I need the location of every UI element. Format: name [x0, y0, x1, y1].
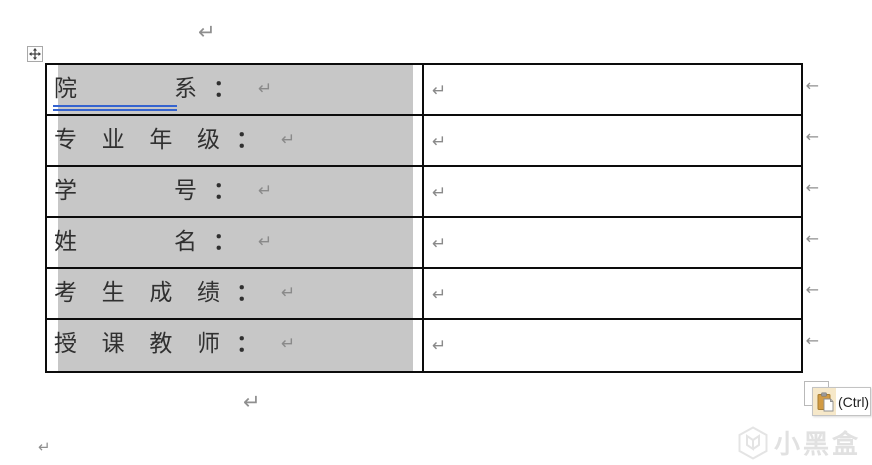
end-of-cell-mark: ↵	[281, 334, 296, 354]
row-label: 专业年级	[54, 127, 220, 153]
row-label: 授课教师	[54, 331, 220, 357]
end-of-row-mark: ←	[805, 76, 819, 95]
table-row: 专业年级 ： ↵ ↵ ←	[47, 116, 819, 167]
table-value-cell[interactable]: ↵	[424, 320, 801, 371]
end-of-cell-mark: ↵	[258, 79, 273, 99]
end-of-cell-mark: ↵	[432, 285, 447, 305]
paragraph-mark: ↵	[198, 20, 216, 44]
cell-shading	[58, 320, 413, 371]
end-of-row-mark: ←	[805, 280, 819, 299]
end-of-cell-mark: ↵	[432, 234, 447, 254]
table-label-cell[interactable]: 院系 ： ↵	[47, 65, 424, 114]
table-label-cell[interactable]: 学号 ： ↵	[47, 167, 424, 216]
end-of-cell-mark: ↵	[258, 232, 273, 252]
table-label-cell[interactable]: 考生成绩 ： ↵	[47, 269, 424, 318]
move-cross-icon	[29, 48, 41, 60]
table-value-cell[interactable]: ↵	[424, 269, 801, 318]
table-move-handle[interactable]	[27, 46, 43, 62]
table-row: 学号 ： ↵ ↵ ←	[47, 167, 819, 218]
watermark: 小黑盒	[737, 424, 861, 461]
clipboard-paste-icon	[813, 388, 836, 415]
end-of-row-mark: ←	[805, 331, 819, 350]
label-colon: ：	[236, 126, 259, 153]
label-colon: ：	[213, 228, 236, 255]
table-label-cell[interactable]: 授课教师 ： ↵	[47, 320, 424, 371]
paste-options-button[interactable]: (Ctrl)	[812, 387, 871, 416]
end-of-cell-mark: ↵	[281, 130, 296, 150]
end-of-cell-mark: ↵	[432, 81, 447, 101]
cell-shading	[58, 116, 413, 165]
table-value-cell[interactable]: ↵	[424, 167, 801, 216]
grammar-check-underline	[53, 105, 177, 111]
table-row: 考生成绩 ： ↵ ↵ ←	[47, 269, 819, 320]
paragraph-mark: ↵	[243, 390, 261, 414]
row-label: 院系	[54, 76, 197, 102]
label-colon: ：	[213, 75, 236, 102]
table-label-cell[interactable]: 姓名 ： ↵	[47, 218, 424, 267]
cell-shading	[58, 218, 413, 267]
end-of-row-mark: ←	[805, 127, 819, 146]
label-colon: ：	[213, 177, 236, 204]
paragraph-mark: ↵	[38, 438, 51, 456]
end-of-cell-mark: ↵	[432, 183, 447, 203]
table-row: 院系 ： ↵ ↵ ←	[47, 65, 819, 116]
end-of-cell-mark: ↵	[432, 336, 447, 356]
end-of-row-mark: ←	[805, 178, 819, 197]
table-label-cell[interactable]: 专业年级 ： ↵	[47, 116, 424, 165]
table-row: 授课教师 ： ↵ ↵ ←	[47, 320, 819, 371]
table-value-cell[interactable]: ↵	[424, 65, 801, 114]
end-of-row-mark: ←	[805, 229, 819, 248]
table-value-cell[interactable]: ↵	[424, 116, 801, 165]
word-table: 院系 ： ↵ ↵ ← 专业年级 ： ↵ ↵	[45, 63, 819, 373]
cell-shading	[58, 269, 413, 318]
row-label: 姓名	[54, 229, 197, 255]
paste-ctrl-label: (Ctrl)	[838, 393, 870, 410]
watermark-text: 小黑盒	[774, 430, 862, 460]
table-value-cell[interactable]: ↵	[424, 218, 801, 267]
hexagon-box-logo-icon	[738, 425, 768, 460]
end-of-cell-mark: ↵	[281, 283, 296, 303]
label-colon: ：	[236, 330, 259, 357]
cell-shading	[58, 167, 413, 216]
row-label: 考生成绩	[54, 280, 220, 306]
table-row: 姓名 ： ↵ ↵ ←	[47, 218, 819, 269]
end-of-cell-mark: ↵	[258, 181, 273, 201]
end-of-cell-mark: ↵	[432, 132, 447, 152]
row-label: 学号	[54, 178, 197, 204]
label-colon: ：	[236, 279, 259, 306]
